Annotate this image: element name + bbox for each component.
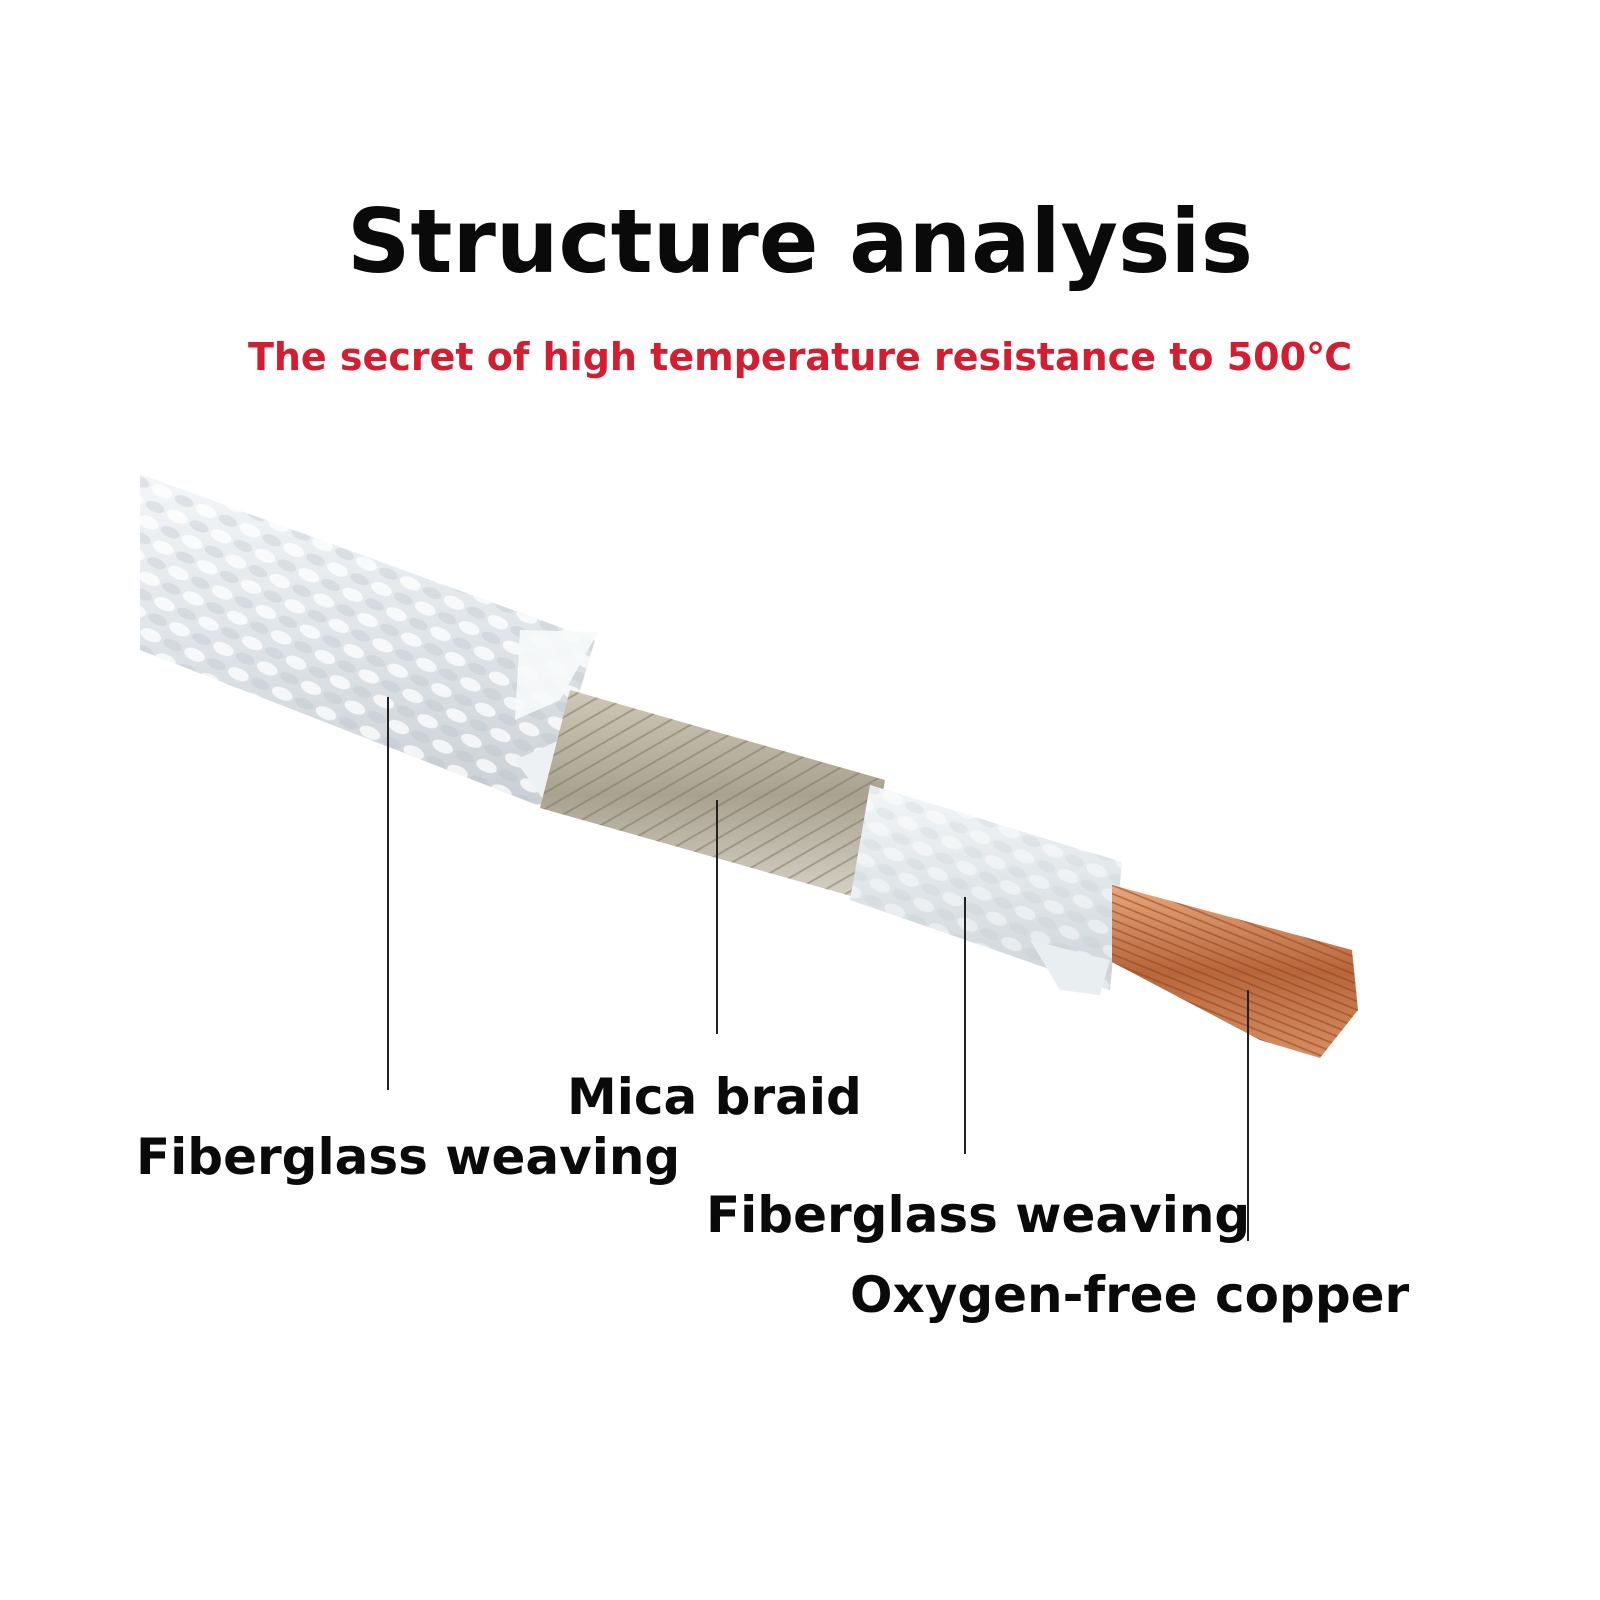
page-title: Structure analysis	[347, 190, 1253, 293]
leader-line-mica	[716, 800, 718, 1034]
leader-line-fiberglass-inner	[964, 897, 966, 1154]
leader-line-fiberglass-outer	[387, 697, 389, 1090]
page-subtitle: The secret of high temperature resistanc…	[247, 335, 1353, 379]
inner-fiberglass-layer	[850, 785, 1122, 995]
label-oxygen-free-copper: Oxygen-free copper	[850, 1266, 1410, 1324]
label-fiberglass-weaving-outer: Fiberglass weaving	[136, 1128, 681, 1186]
label-mica-braid: Mica braid	[567, 1068, 862, 1126]
outer-fiberglass-sheath	[140, 474, 598, 808]
label-fiberglass-weaving-inner: Fiberglass weaving	[706, 1186, 1251, 1244]
copper-conductor	[1112, 885, 1358, 1058]
mica-braid-layer	[540, 690, 885, 900]
leader-line-copper	[1247, 990, 1249, 1241]
